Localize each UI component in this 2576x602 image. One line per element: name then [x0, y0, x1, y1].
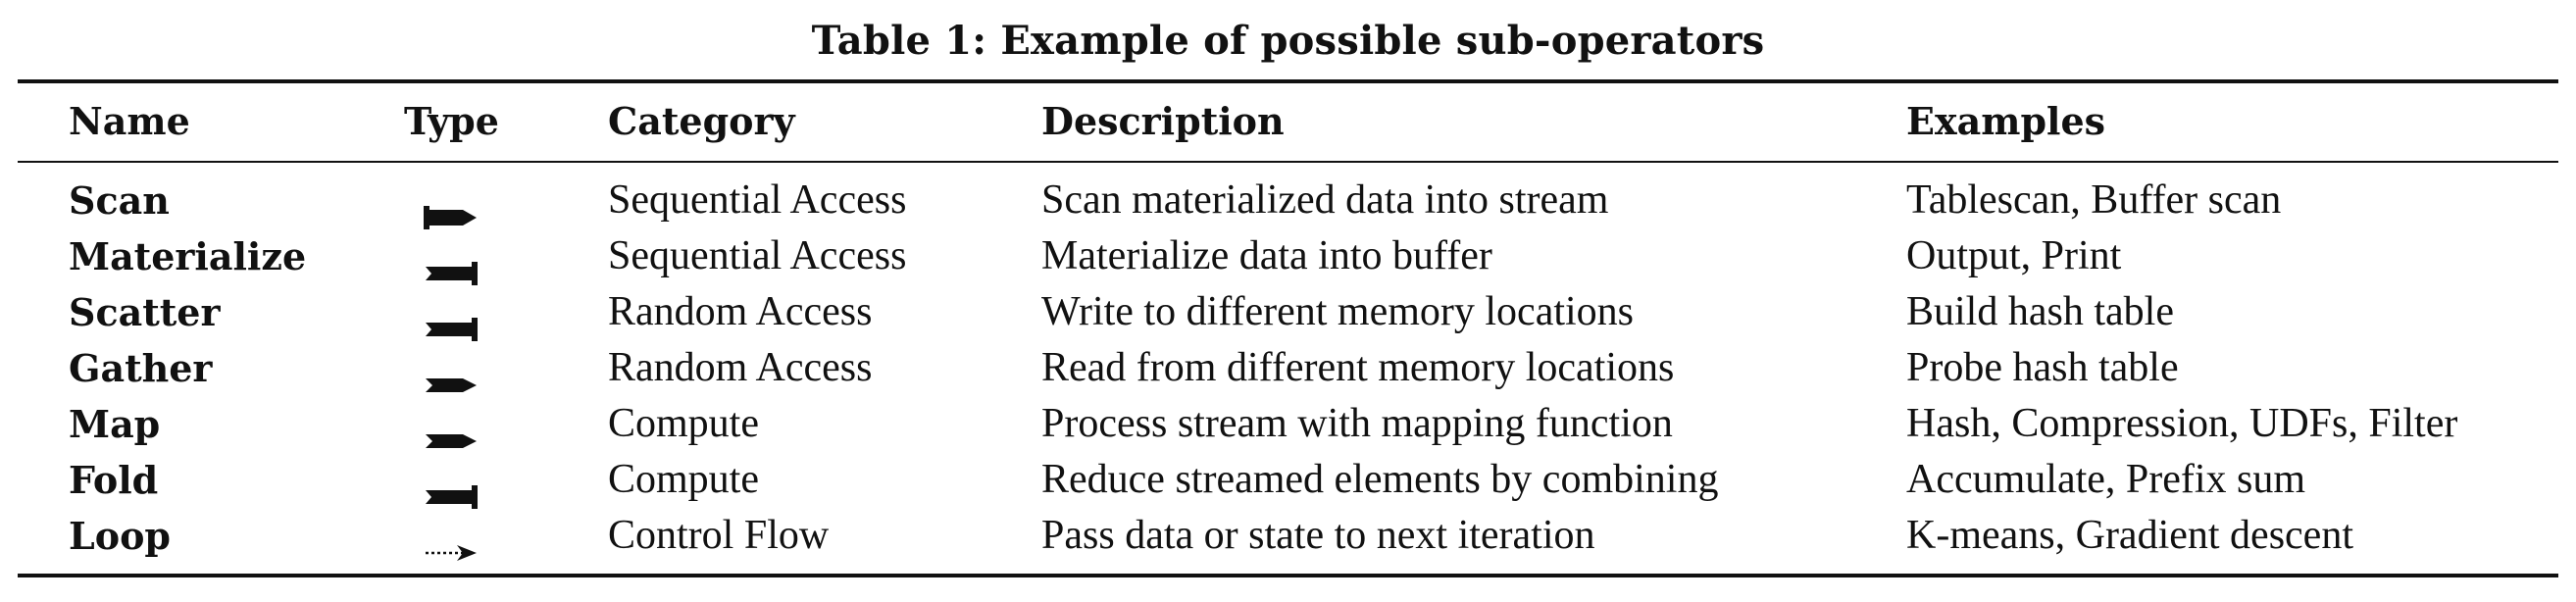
stream-in-icon: [424, 469, 479, 509]
cell-name: Gather: [69, 346, 213, 390]
cell-category: Compute: [608, 401, 759, 446]
stream-in-icon: [424, 301, 479, 341]
stream-through-icon: [424, 357, 479, 392]
cell-description: Scan materialized data into stream: [1041, 177, 1609, 223]
cell-examples: Accumulate, Prefix sum: [1906, 457, 2306, 502]
cell-name: Loop: [69, 514, 171, 558]
cell-description: Write to different memory locations: [1041, 289, 1635, 334]
cell-category: Random Access: [608, 345, 873, 390]
header-description: Description: [1041, 99, 1285, 143]
cell-category: Control Flow: [608, 513, 830, 558]
cell-examples: Output, Print: [1906, 233, 2122, 278]
cell-name: Scan: [69, 178, 170, 223]
stream-out-icon: [424, 189, 479, 229]
header-category: Category: [608, 99, 795, 143]
table-row: Gather Random Access Read from different m…: [0, 340, 2576, 396]
stream-through-icon: [424, 413, 479, 448]
stream-in-icon: [424, 245, 479, 285]
table-row: Scan Sequential Access Scan materialized d…: [0, 173, 2576, 229]
table-row: Fold Compute Reduce streamed elements by c…: [0, 452, 2576, 509]
cell-name: Scatter: [69, 290, 221, 334]
table-row: Map Compute Process stream with mapping fu…: [0, 396, 2576, 452]
cell-category: Compute: [608, 457, 759, 502]
header-type: Type: [404, 99, 499, 143]
top-rule: [18, 79, 2558, 83]
cell-category: Sequential Access: [608, 177, 907, 223]
bottom-rule: [18, 574, 2558, 577]
cell-category: Random Access: [608, 289, 873, 334]
header-examples: Examples: [1906, 99, 2106, 143]
header-rule: [18, 161, 2558, 163]
table-row: Loop Control Flow Pass data or state to ne…: [0, 508, 2576, 564]
header-name: Name: [69, 99, 190, 143]
cell-description: Read from different memory locations: [1041, 345, 1675, 390]
dashed-arrow-icon: [424, 525, 479, 561]
cell-examples: Hash, Compression, UDFs, Filter: [1906, 401, 2458, 446]
cell-description: Process stream with mapping function: [1041, 401, 1673, 446]
cell-name: Map: [69, 402, 161, 446]
cell-description: Materialize data into buffer: [1041, 233, 1492, 278]
cell-examples: Tablescan, Buffer scan: [1906, 177, 2282, 223]
table-row: Materialize Sequential Access Materialize …: [0, 228, 2576, 285]
cell-name: Materialize: [69, 234, 307, 278]
cell-description: Pass data or state to next iteration: [1041, 513, 1595, 558]
table-header: Name Type Category Description Examples: [0, 94, 2576, 149]
cell-description: Reduce streamed elements by combining: [1041, 457, 1719, 502]
cell-examples: K-means, Gradient descent: [1906, 513, 2353, 558]
table-caption: Table 1: Example of possible sub-operato…: [811, 18, 1765, 64]
cell-name: Fold: [69, 458, 159, 502]
cell-examples: Probe hash table: [1906, 345, 2179, 390]
cell-examples: Build hash table: [1906, 289, 2174, 334]
cell-category: Sequential Access: [608, 233, 907, 278]
table-row: Scatter Random Access Write to different m…: [0, 284, 2576, 341]
